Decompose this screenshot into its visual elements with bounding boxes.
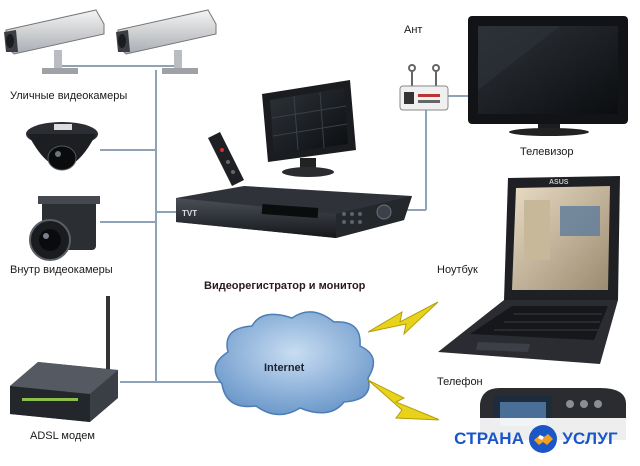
handshake-icon [528,424,558,454]
wireless-link-phone-icon [368,380,440,420]
street-camera-icon [4,10,104,74]
adsl-modem-icon [10,296,118,422]
antenna-box-icon [400,65,448,110]
street-camera-icon [116,10,216,74]
dvr-brand: TVT [182,209,197,218]
tv-icon [468,16,628,136]
monitor-icon [262,80,356,177]
box-camera-icon [30,196,100,260]
internet-label: Internet [264,362,304,374]
street-cameras-label: Уличные видеокамеры [10,90,127,102]
watermark-right-word: УСЛУГ [562,429,618,449]
watermark-left-word: СТРАНА [454,429,524,449]
tv-label: Телевизор [520,146,574,158]
indoor-cameras-label: Внутр видеокамеры [10,264,113,276]
watermark-logo: СТРАНА УСЛУГ [438,418,634,460]
laptop-brand: ASUS [549,179,569,186]
phone-label: Телефон [437,376,483,388]
adsl-modem-label: ADSL модем [30,430,95,442]
dome-camera-icon [26,122,98,170]
dvr-monitor-label: Видеорегистратор и монитор [204,280,365,292]
wireless-link-laptop-icon [368,302,438,334]
dvr-icon: TVT [176,186,412,238]
remote-control-icon [208,132,244,186]
laptop-label: Ноутбук [437,264,478,276]
antenna-label: Ант [404,24,422,36]
